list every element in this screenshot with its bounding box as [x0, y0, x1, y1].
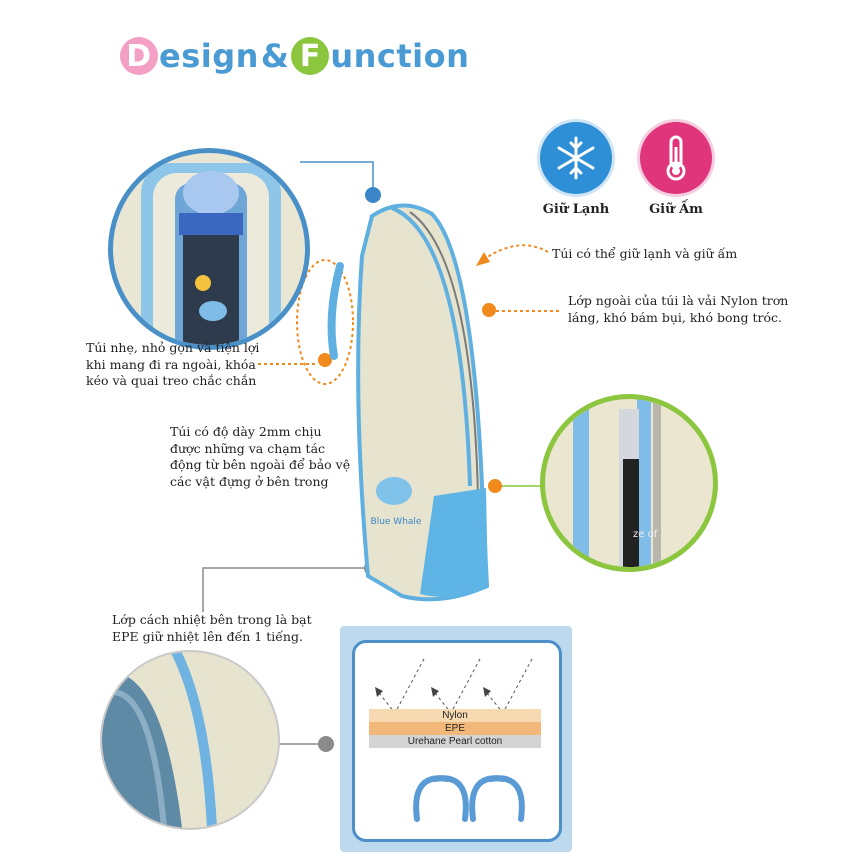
layer-diagram: Nylon EPE Urehane Pearl cotton	[340, 626, 572, 852]
connector-insul	[202, 567, 372, 612]
connector-coldwarm-arrow	[476, 252, 490, 266]
cold-label: Giữ Lạnh	[542, 202, 610, 217]
connector-top-dot	[365, 187, 381, 203]
connector-strap-dot	[318, 353, 332, 367]
bottle-bag-image: Blue Whale	[327, 203, 490, 602]
caption-outer-layer: Lớp ngoài của túi là vải Nylon trơn láng…	[568, 293, 789, 325]
closeup-insulation-image	[102, 652, 217, 828]
closeup-bottle-image	[141, 163, 281, 345]
closeup-bottle-text: ze of	[633, 529, 658, 540]
reflect-arrows	[375, 656, 534, 822]
caption-cold-warm: Túi có thể giữ lạnh và giữ ấm	[552, 246, 738, 261]
layer-diagram-panel: Nylon EPE Urehane Pearl cotton	[352, 640, 562, 842]
caption-insulation: Lớp cách nhiệt bên trong là bạt EPE giữ …	[112, 612, 312, 644]
bag-brand-label: Blue Whale	[371, 517, 422, 527]
closeup-zipper-image: ze of	[573, 399, 661, 567]
caption-thickness: Túi có độ dày 2mm chịu được những va chạ…	[170, 424, 351, 489]
title-part-1: esign	[159, 37, 259, 75]
connector-coldwarm	[485, 244, 549, 259]
closeup-insulation-circle	[100, 650, 280, 830]
snowflake-icon	[540, 122, 612, 194]
closeup-zipper-circle: ze of	[540, 394, 718, 572]
connector-top	[300, 161, 374, 190]
closeup-top-circle	[108, 148, 310, 350]
title-part-2: unction	[330, 37, 470, 75]
layer-pearl-cotton: Urehane Pearl cotton	[369, 735, 541, 748]
title-letter-f: F	[291, 37, 330, 75]
connector-outer-dot	[482, 303, 496, 317]
layer-nylon: Nylon	[369, 709, 541, 722]
title-ampersand: &	[260, 37, 290, 75]
warm-label: Giữ Ấm	[649, 202, 703, 217]
caption-lightweight: Túi nhẹ, nhỏ gọn và tiện lợi khi mang đi…	[86, 340, 260, 388]
connector-green-dot	[488, 479, 502, 493]
title-letter-d: D	[120, 37, 158, 75]
connector-bottom-dot	[318, 736, 334, 752]
layer-epe: EPE	[369, 722, 541, 735]
thermometer-icon	[640, 122, 712, 194]
strap-highlight-oval	[296, 259, 354, 385]
